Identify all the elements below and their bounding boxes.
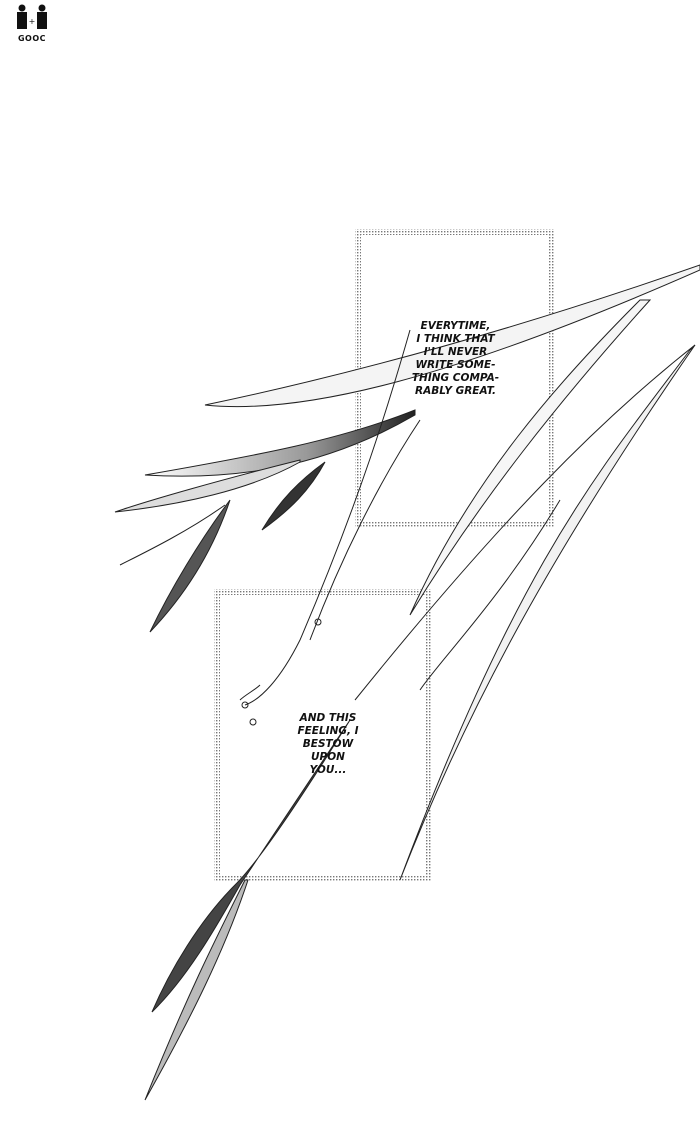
caption-line: BESTOW	[302, 738, 354, 750]
caption-line: FEELING, I	[297, 725, 359, 737]
caption-line: I THINK THAT	[416, 333, 495, 345]
scanlation-logo: + GOOC	[14, 4, 50, 43]
caption-top: EVERYTIME, I THINK THAT I'LL NEVER WRITE…	[398, 320, 513, 398]
caption-bottom: AND THIS FEELING, I BESTOW UPON YOU...	[278, 712, 378, 777]
caption-line: THING COMPA-	[411, 372, 500, 384]
caption-line: UPON	[311, 751, 345, 763]
two-figures-icon: +	[17, 4, 47, 29]
grass-blades	[114, 264, 700, 1101]
logo-text: GOOC	[17, 34, 47, 43]
caption-line: YOU...	[309, 764, 347, 776]
caption-line: I'LL NEVER	[423, 346, 488, 358]
dotted-frame-bottom	[214, 589, 432, 882]
caption-line: EVERYTIME,	[420, 320, 491, 332]
caption-line: RABLY GREAT.	[415, 385, 496, 397]
svg-text:+: +	[29, 17, 36, 26]
caption-line: WRITE SOME-	[415, 359, 496, 371]
caption-line: AND THIS	[299, 712, 357, 724]
